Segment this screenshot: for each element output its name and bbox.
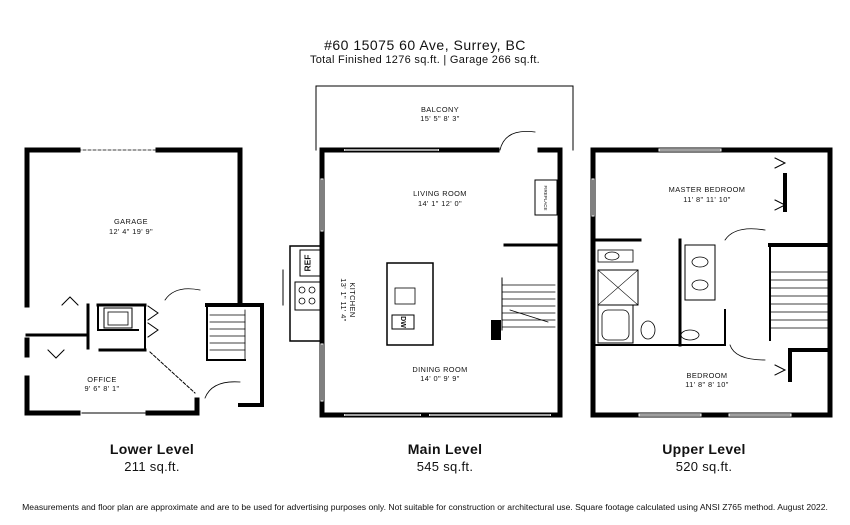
room-kitchen-name: KITCHEN (348, 282, 357, 317)
room-garage-name: GARAGE (114, 217, 148, 226)
room-dining-name: DINING ROOM (412, 365, 467, 374)
room-garage-dims: 12' 4" 19' 9" (109, 227, 153, 236)
level-area: 211 sq.ft. (124, 459, 180, 474)
area-summary: Total Finished 1276 sq.ft. | Garage 266 … (309, 54, 541, 66)
lower-level-plan (24, 147, 264, 416)
fireplace-label: FIREPLACE (543, 185, 548, 210)
level-main: Main Level 545 sq.ft. (345, 441, 545, 474)
room-master-name: MASTER BEDROOM (669, 185, 746, 194)
plan-title: #60 15075 60 Ave, Surrey, BC (324, 37, 526, 53)
upper-level-plan (590, 147, 833, 418)
refrigerator-label: REF (302, 255, 312, 272)
room-living-dims: 14' 1" 12' 0" (418, 199, 462, 208)
room-balcony-name: BALCONY (421, 105, 459, 114)
level-lower: Lower Level 211 sq.ft. (52, 441, 252, 474)
level-name: Lower Level (109, 441, 195, 457)
level-upper: Upper Level 520 sq.ft. (604, 441, 804, 474)
room-office-name: OFFICE (87, 375, 117, 384)
room-dining-dims: 14' 0" 9' 9" (420, 374, 460, 383)
room-kitchen-dims: 13' 1" 11' 4" (339, 278, 348, 322)
level-name: Main Level (407, 441, 483, 457)
room-bedroom-name: BEDROOM (687, 371, 728, 380)
level-area: 545 sq.ft. (416, 459, 474, 474)
room-living-name: LIVING ROOM (413, 189, 467, 198)
room-master-dims: 11' 8" 11' 10" (683, 195, 731, 204)
disclaimer: Measurements and floor plan are approxim… (22, 502, 828, 512)
level-name: Upper Level (662, 441, 746, 457)
room-balcony-dims: 15' 5" 8' 3" (420, 114, 460, 123)
level-area: 520 sq.ft. (675, 459, 733, 474)
room-office-dims: 9' 6" 8' 1" (84, 384, 119, 393)
room-bedroom-dims: 11' 8" 8' 10" (685, 380, 729, 389)
dishwasher-label: DW (399, 316, 406, 328)
main-level-plan (282, 85, 574, 418)
